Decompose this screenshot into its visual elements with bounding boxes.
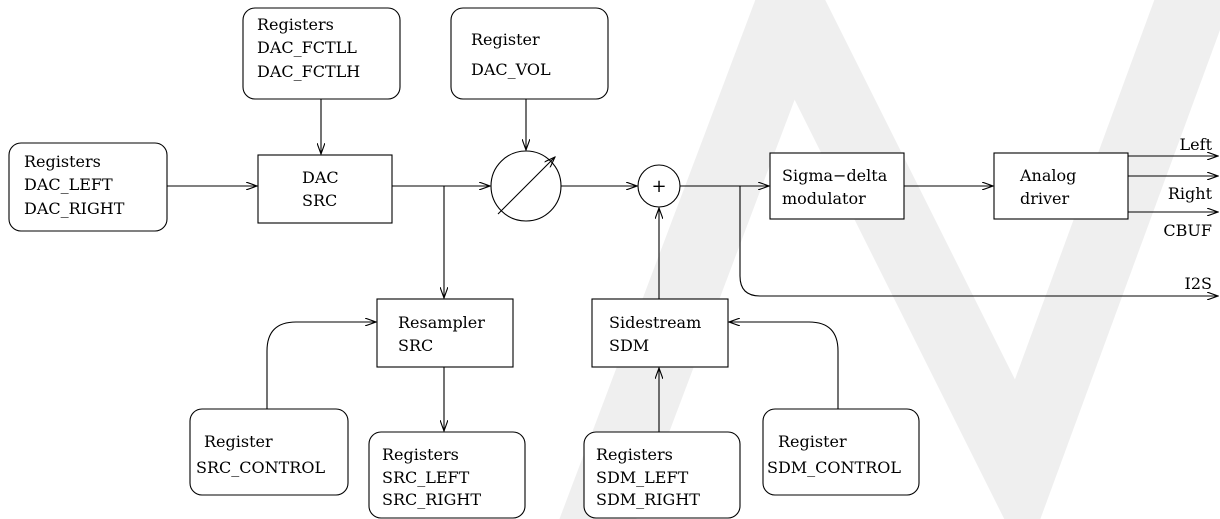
registers-dac-fctl-block: Registers DAC_FCTLL DAC_FCTLH: [242, 7, 401, 100]
block-label: modulator: [782, 189, 866, 208]
registers-sdm-left-right-block: Registers SDM_LEFT SDM_RIGHT: [583, 431, 741, 519]
block-label: SRC: [398, 336, 433, 355]
block-label: SDM: [609, 336, 649, 355]
block-label: SRC_LEFT: [382, 468, 470, 487]
output-label-i2s: I2S: [1185, 274, 1212, 293]
block-label: DAC_FCTLL: [257, 38, 357, 57]
block-label: driver: [1020, 189, 1070, 208]
block-label: Registers: [382, 445, 459, 464]
block-label: Register: [204, 432, 273, 451]
analog-driver-block: Analog driver: [993, 152, 1129, 220]
output-labels: Left Right CBUF I2S: [1163, 135, 1212, 293]
block-label: DAC_LEFT: [24, 175, 113, 194]
volume-control-symbol: [490, 150, 562, 222]
wire-src-control-to-resampler: [266, 322, 376, 409]
adder-plus: +: [651, 176, 666, 197]
block-label: Registers: [596, 445, 673, 464]
signal-connections: [167, 99, 1218, 432]
block-label: SRC_RIGHT: [382, 490, 481, 509]
block-label: SDM_RIGHT: [596, 490, 700, 509]
block-label: Registers: [257, 15, 334, 34]
output-label-right: Right: [1168, 184, 1213, 203]
registers-src-left-right-block: Registers SRC_LEFT SRC_RIGHT: [368, 431, 526, 519]
block-label: Analog: [1019, 166, 1076, 185]
block-label: Registers: [24, 152, 101, 171]
register-sdm-control-block: Register SDM_CONTROL: [762, 408, 920, 496]
register-dac-vol-block: Register DAC_VOL: [450, 7, 609, 100]
wire-sdm-control-to-sidestream: [729, 322, 839, 409]
block-label: DAC: [302, 168, 339, 187]
resampler-src-block: Resampler SRC: [376, 298, 514, 368]
wire-i2s-tap: [739, 186, 1218, 296]
block-label: SRC: [302, 191, 337, 210]
output-label-left: Left: [1180, 135, 1213, 154]
draft-watermark: [559, 0, 1220, 519]
register-src-control-block: Register SRC_CONTROL: [189, 408, 349, 496]
sigma-delta-modulator-block: Sigma−delta modulator: [769, 152, 905, 220]
block-label: Register: [471, 30, 540, 49]
block-label: Register: [778, 432, 847, 451]
block-label: DAC_VOL: [471, 60, 551, 79]
block-label: SDM_CONTROL: [767, 458, 901, 477]
block-label: Sidestream: [609, 313, 701, 332]
block-label: DAC_RIGHT: [24, 199, 125, 218]
adder-symbol: +: [637, 164, 681, 208]
registers-dac-left-right-block: Registers DAC_LEFT DAC_RIGHT: [8, 142, 168, 232]
block-label: DAC_FCTLH: [257, 62, 360, 81]
dac-src-block: DAC SRC: [257, 154, 393, 224]
block-label: SDM_LEFT: [596, 468, 689, 487]
sidestream-sdm-block: Sidestream SDM: [591, 298, 729, 368]
block-label: Resampler: [398, 313, 485, 332]
output-label-cbuf: CBUF: [1163, 221, 1212, 240]
block-label: SRC_CONTROL: [196, 458, 325, 477]
block-label: Sigma−delta: [782, 166, 888, 185]
